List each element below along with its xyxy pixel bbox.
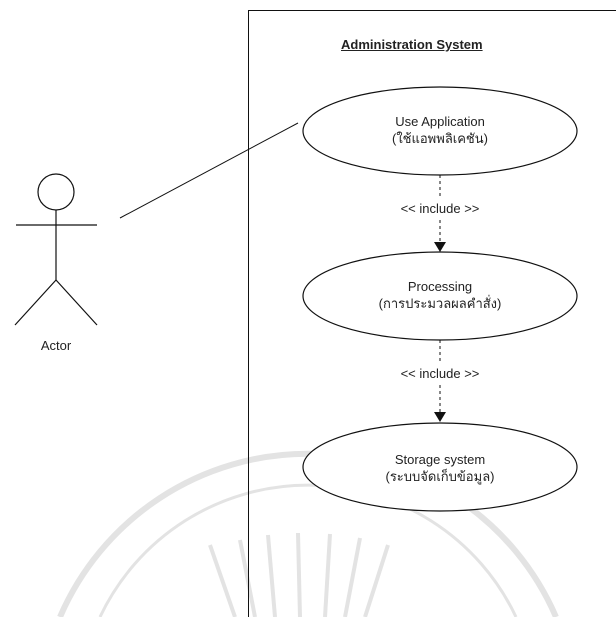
system-title: Administration System — [341, 37, 483, 52]
arrowhead — [434, 412, 446, 422]
use-case-name: Storage system — [394, 452, 486, 467]
include-label-2: << include >> — [390, 366, 490, 381]
use-case-storage-system[interactable]: Storage system (ระบบจัดเก็บข้อมูล) — [303, 451, 577, 485]
arrowhead — [434, 242, 446, 252]
system-boundary — [248, 10, 616, 617]
actor-head — [37, 173, 75, 211]
actor-label: Actor — [40, 338, 72, 353]
use-case-use-application[interactable]: Use Application (ใช้แอพพลิเคชัน) — [303, 113, 577, 147]
actor-figure — [14, 173, 98, 326]
use-case-name: Processing — [407, 279, 473, 294]
include-arrow-2 — [434, 340, 446, 422]
actor-right-leg — [55, 279, 98, 326]
watermark-seal — [57, 450, 559, 617]
association-line — [119, 122, 299, 219]
include-arrow-1 — [434, 175, 446, 252]
actor-left-leg — [14, 279, 57, 326]
use-case-thai-name: (ใช้แอพพลิเคชัน) — [392, 131, 488, 146]
use-case-ellipse-storage-system[interactable] — [302, 422, 578, 512]
include-label-1: << include >> — [390, 201, 490, 216]
use-case-name: Use Application — [395, 114, 485, 129]
use-case-thai-name: (ระบบจัดเก็บข้อมูล) — [385, 469, 495, 484]
use-case-processing[interactable]: Processing (การประมวลผลคำสั่ง) — [303, 278, 577, 312]
use-case-thai-name: (การประมวลผลคำสั่ง) — [378, 296, 502, 311]
